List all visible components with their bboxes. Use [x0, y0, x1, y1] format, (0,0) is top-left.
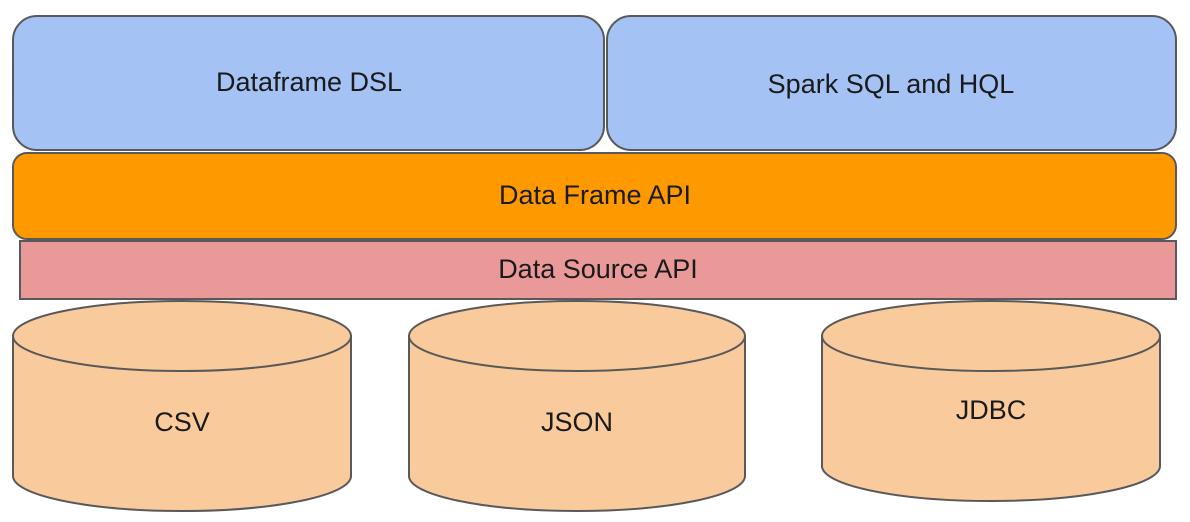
json-label: JSON [541, 407, 613, 437]
csv-cylinder-top [12, 300, 352, 372]
jdbc-label: JDBC [956, 395, 1027, 425]
csv-source-cylinder: CSV [12, 300, 352, 512]
jdbc-cylinder-body [821, 335, 1161, 502]
json-cylinder-top [408, 300, 746, 372]
spark-sql-hql-layer: Spark SQL and HQL [606, 15, 1177, 151]
csv-cylinder-body [12, 335, 352, 512]
json-source-cylinder: JSON [408, 300, 746, 512]
dataframe-api-layer: Data Frame API [12, 152, 1177, 240]
dataframe-dsl-box [12, 15, 605, 151]
datasource-api-layer: Data Source API [19, 240, 1177, 300]
json-cylinder-body [408, 335, 746, 512]
spark-sql-hql-box [606, 15, 1177, 151]
datasource-api-label: Data Source API [498, 254, 698, 284]
spark-sql-hql-label: Spark SQL and HQL [768, 69, 1015, 99]
dataframe-api-label: Data Frame API [499, 180, 691, 210]
dataframe-dsl-label: Dataframe DSL [216, 67, 402, 97]
jdbc-cylinder-top [821, 300, 1161, 372]
dataframe-dsl-layer: Dataframe DSL [12, 15, 605, 151]
jdbc-source-cylinder: JDBC [821, 300, 1161, 502]
csv-label: CSV [154, 407, 210, 437]
datasource-api-box [19, 240, 1177, 300]
dataframe-api-box [12, 152, 1177, 240]
